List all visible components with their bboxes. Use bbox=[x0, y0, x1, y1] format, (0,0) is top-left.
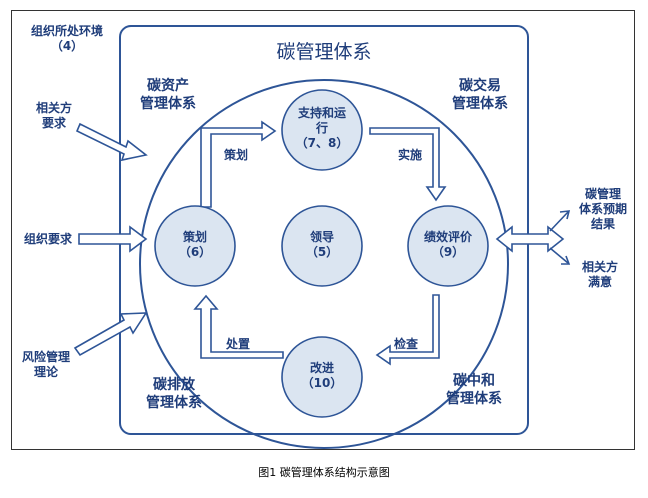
planning-line2: （6） bbox=[178, 245, 212, 259]
performance-line2: （9） bbox=[431, 245, 465, 259]
figure-caption: 图1 碳管理体系结构示意图 bbox=[258, 466, 390, 479]
org-env-line2: （4） bbox=[50, 39, 84, 53]
flow-arrow-act bbox=[193, 294, 284, 359]
flow-label-act: 处置 bbox=[225, 337, 250, 351]
support-line3: （7、8） bbox=[295, 136, 349, 150]
label-carbon-trading-system: 碳交易 管理体系 bbox=[440, 78, 520, 113]
node-planning-circle bbox=[154, 205, 236, 287]
system-circle bbox=[139, 79, 509, 449]
node-performance-label: 绩效评价 （9） bbox=[410, 230, 486, 260]
output-arrow-results bbox=[495, 225, 565, 253]
node-leadership-circle bbox=[281, 205, 363, 287]
emission-line1: 碳排放 bbox=[153, 377, 195, 393]
leadership-line2: （5） bbox=[305, 245, 339, 259]
satisfaction-line2: 满意 bbox=[587, 275, 612, 289]
risk-line1: 风险管理 bbox=[21, 350, 70, 364]
support-line1: 支持和运 bbox=[297, 106, 346, 120]
planning-line1: 策划 bbox=[182, 230, 207, 244]
org-env-line1: 组织所处环境 bbox=[30, 24, 103, 38]
neutral-line2: 管理体系 bbox=[446, 390, 502, 407]
label-org-requirements: 组织要求 bbox=[23, 232, 72, 246]
flow-label-check: 检查 bbox=[393, 337, 418, 351]
label-expected-results: 碳管理 体系预期 结果 bbox=[570, 187, 636, 232]
risk-line2: 理论 bbox=[33, 365, 58, 379]
node-planning-label: 策划 （6） bbox=[160, 230, 230, 260]
input-arrow-stakeholders bbox=[75, 122, 148, 162]
expected-line3: 结果 bbox=[590, 217, 615, 231]
label-stakeholder-requirements: 相关方 要求 bbox=[24, 101, 84, 131]
carbon-management-system-box bbox=[119, 25, 529, 435]
trade-line2: 管理体系 bbox=[452, 95, 508, 112]
neutral-line1: 碳中和 bbox=[453, 373, 495, 389]
emission-line2: 管理体系 bbox=[146, 394, 202, 411]
flow-arrow-plan bbox=[200, 120, 277, 208]
flow-arrow-implement bbox=[369, 127, 447, 202]
branch-arrow-satisfaction bbox=[549, 247, 569, 264]
label-risk-management: 风险管理 理论 bbox=[14, 350, 78, 380]
node-improvement-label: 改进 （10） bbox=[287, 361, 357, 391]
node-support-circle bbox=[281, 89, 363, 171]
improvement-line1: 改进 bbox=[309, 361, 334, 375]
label-org-environment: 组织所处环境 （4） bbox=[18, 24, 116, 54]
flow-label-implement: 实施 bbox=[397, 148, 422, 162]
input-arrow-org-requirement bbox=[78, 225, 148, 253]
asset-line2: 管理体系 bbox=[140, 95, 196, 112]
pdca-flow-arrows bbox=[193, 120, 447, 366]
expected-line2: 体系预期 bbox=[578, 202, 627, 216]
satisfaction-line1: 相关方 bbox=[581, 260, 618, 274]
label-carbon-asset-system: 碳资产 管理体系 bbox=[128, 78, 208, 113]
improvement-line2: （10） bbox=[301, 376, 343, 390]
diagram-frame bbox=[11, 10, 635, 450]
expected-line1: 碳管理 bbox=[584, 187, 621, 201]
label-carbon-emission-system: 碳排放 管理体系 bbox=[134, 377, 214, 412]
leadership-line1: 领导 bbox=[309, 230, 334, 244]
node-performance-circle bbox=[407, 205, 489, 287]
label-stakeholder-satisfaction: 相关方 满意 bbox=[572, 260, 628, 290]
performance-line1: 绩效评价 bbox=[423, 230, 472, 244]
stakeholders-line1: 相关方 bbox=[35, 101, 72, 115]
asset-line1: 碳资产 bbox=[147, 78, 189, 94]
node-improvement-circle bbox=[281, 336, 363, 418]
trade-line1: 碳交易 bbox=[459, 78, 501, 94]
node-support-label: 支持和运 行 （7、8） bbox=[284, 106, 360, 151]
support-line2: 行 bbox=[315, 121, 328, 135]
flow-arrow-check bbox=[375, 294, 440, 366]
input-arrow-risk bbox=[73, 312, 148, 357]
label-carbon-neutral-system: 碳中和 管理体系 bbox=[434, 373, 514, 408]
stakeholders-line2: 要求 bbox=[41, 116, 66, 130]
branch-arrow-expected bbox=[549, 211, 569, 232]
system-title: 碳管理体系 bbox=[276, 41, 372, 63]
flow-label-plan: 策划 bbox=[223, 148, 248, 162]
node-leadership-label: 领导 （5） bbox=[287, 230, 357, 260]
